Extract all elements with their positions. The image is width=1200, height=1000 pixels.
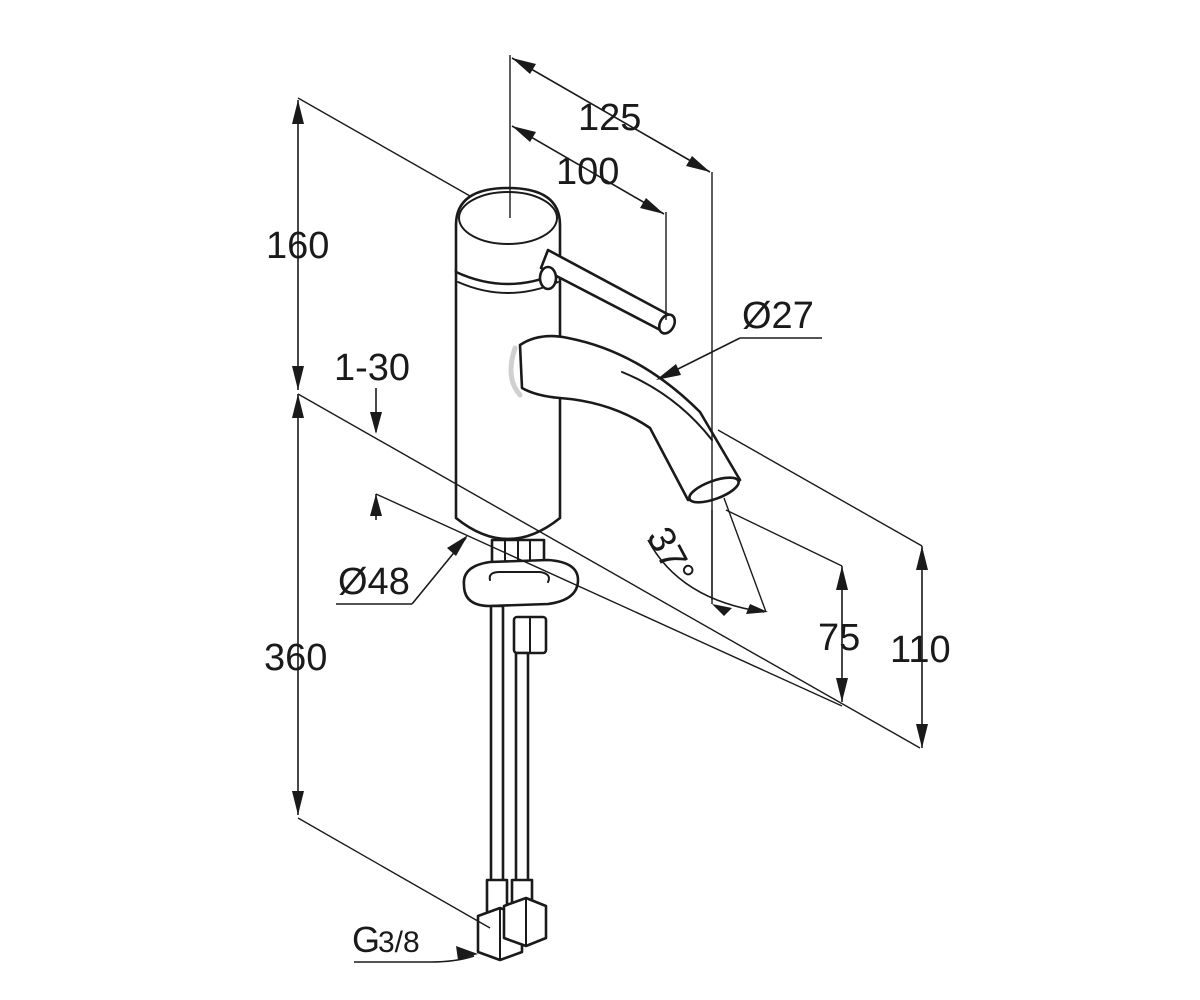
dimension-thickness-1-30: 1-30 bbox=[334, 347, 410, 520]
dim-label-thread-fraction: 3/8 bbox=[378, 926, 420, 959]
leader-line-g38 bbox=[429, 955, 475, 963]
cap-top-edge bbox=[458, 191, 558, 245]
arrowhead bbox=[370, 494, 382, 516]
lever-handle bbox=[538, 248, 677, 335]
arrowhead bbox=[656, 364, 681, 380]
lever-tip bbox=[657, 313, 677, 335]
ext-line-160-top bbox=[297, 97, 471, 197]
dimension-thread-g38: G 3/8 bbox=[352, 919, 478, 963]
dim-label-160: 160 bbox=[266, 225, 329, 267]
dim-label-125: 125 bbox=[578, 97, 641, 139]
dim-label-37-deg: 37° bbox=[638, 521, 702, 591]
dimension-reach-100: 100 bbox=[511, 125, 667, 320]
supply-hoses bbox=[476, 604, 548, 962]
arrowhead bbox=[640, 198, 664, 214]
lever-pivot bbox=[538, 265, 558, 291]
dim-label-360: 360 bbox=[264, 637, 327, 679]
arrowhead bbox=[292, 366, 304, 390]
countertop-reference-lines bbox=[297, 393, 921, 749]
counter-line-bottom bbox=[375, 493, 843, 707]
arrowhead bbox=[370, 412, 382, 434]
arrowhead bbox=[447, 535, 468, 556]
arrowhead bbox=[292, 791, 304, 815]
dim-line-100 bbox=[511, 125, 665, 215]
mounting-plate bbox=[462, 558, 580, 608]
dimension-outlet-75: 75 bbox=[725, 509, 860, 702]
dim-label-100: 100 bbox=[556, 151, 619, 193]
dim-label-048: Ø48 bbox=[338, 561, 410, 603]
ext-line-360-bottom bbox=[297, 817, 491, 929]
dim-label-110: 110 bbox=[890, 629, 951, 671]
arrowhead bbox=[512, 58, 536, 74]
ext-line-75-top bbox=[725, 509, 843, 567]
arrowhead bbox=[292, 100, 304, 124]
dimension-body-diameter: Ø48 bbox=[336, 535, 468, 605]
arrowhead bbox=[456, 946, 478, 960]
dim-label-027: Ø27 bbox=[742, 295, 814, 337]
arrowhead bbox=[686, 156, 710, 172]
arrowhead bbox=[292, 394, 304, 418]
spout bbox=[508, 334, 742, 504]
dim-label-thread-main: G bbox=[352, 919, 380, 960]
arrowhead bbox=[512, 126, 536, 142]
arrowhead bbox=[836, 566, 848, 590]
supply-hose-left bbox=[489, 604, 505, 904]
spout-inner-edge bbox=[621, 371, 713, 441]
arrowhead bbox=[916, 546, 928, 570]
spout-shading bbox=[508, 345, 523, 398]
spout-outlet bbox=[688, 476, 740, 504]
dim-label-75: 75 bbox=[818, 617, 860, 659]
body-cylinder bbox=[454, 268, 562, 541]
dim-line-125 bbox=[511, 57, 711, 173]
dimension-spout-110: 110 bbox=[717, 429, 951, 748]
dimension-hose-360: 360 bbox=[264, 394, 491, 929]
angle-line-slanted bbox=[723, 497, 767, 613]
arrowhead bbox=[712, 604, 732, 616]
arrowhead bbox=[836, 678, 848, 702]
ext-line-110-top bbox=[717, 429, 923, 547]
arrowhead bbox=[916, 724, 928, 748]
mounting-plate-slot bbox=[488, 571, 550, 583]
supply-hose-right bbox=[514, 651, 530, 904]
dim-label-1-30: 1-30 bbox=[334, 347, 410, 389]
dimension-height-160: 160 bbox=[266, 97, 471, 390]
angle-arc bbox=[647, 539, 765, 613]
counter-line-top bbox=[297, 393, 921, 749]
dimension-spout-diameter: Ø27 bbox=[656, 295, 822, 380]
arrowhead bbox=[746, 604, 768, 614]
body-cap bbox=[454, 186, 562, 286]
mounting-assembly bbox=[462, 538, 580, 655]
